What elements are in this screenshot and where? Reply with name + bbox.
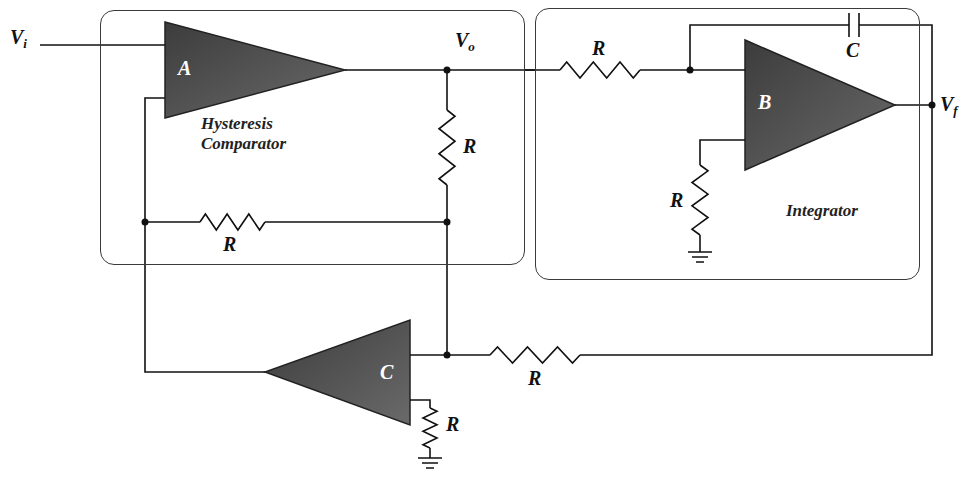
resistor-symbol [692,165,708,235]
junction-dot [687,67,694,74]
wire [446,185,448,355]
opamp-symbol [745,40,895,170]
signal-wire [525,69,535,71]
wire [690,25,849,70]
circuit-label: Vo [455,30,475,50]
block-title: Integrator [786,201,896,221]
opamp-symbol [265,320,410,425]
ground-symbol [418,458,442,468]
resistor-symbol [423,408,437,448]
wire [410,400,430,408]
circuit-label: R [223,234,236,254]
circuit-label: Vf [940,94,958,114]
ground-symbol [688,252,712,262]
circuit-label: C [846,40,859,60]
junction-dot [444,67,451,74]
capacitor-symbol [849,13,859,37]
wire [446,70,448,110]
circuit-label: R [463,136,476,156]
wire [345,69,560,71]
resistor-symbol [200,214,265,230]
wire [40,44,165,46]
circuit-label: R [592,38,605,58]
wire [859,25,932,105]
junction-dot [444,219,451,226]
circuit-label: C [380,362,393,382]
circuit-label: R [670,190,683,210]
wire [895,104,932,106]
circuit-label: R [528,368,541,388]
junction-dot [929,102,936,109]
junction-dots [142,67,936,359]
resistor-symbol [439,110,455,185]
wire [429,448,431,458]
resistor-symbol [490,347,580,363]
opamp-symbol [165,22,345,118]
circuit-label: Vi [10,27,27,47]
resistor-symbol [560,62,640,78]
circuit-label: A [178,58,191,78]
block-title: Hysteresis Comparator [201,114,313,153]
wire [699,235,701,252]
junction-dot [142,219,149,226]
junction-dot [444,352,451,359]
wire [145,221,200,223]
wire [700,140,745,165]
circuit-label: R [446,414,459,434]
circuit-label: B [758,92,771,112]
wire [265,221,447,223]
wire [580,105,932,355]
